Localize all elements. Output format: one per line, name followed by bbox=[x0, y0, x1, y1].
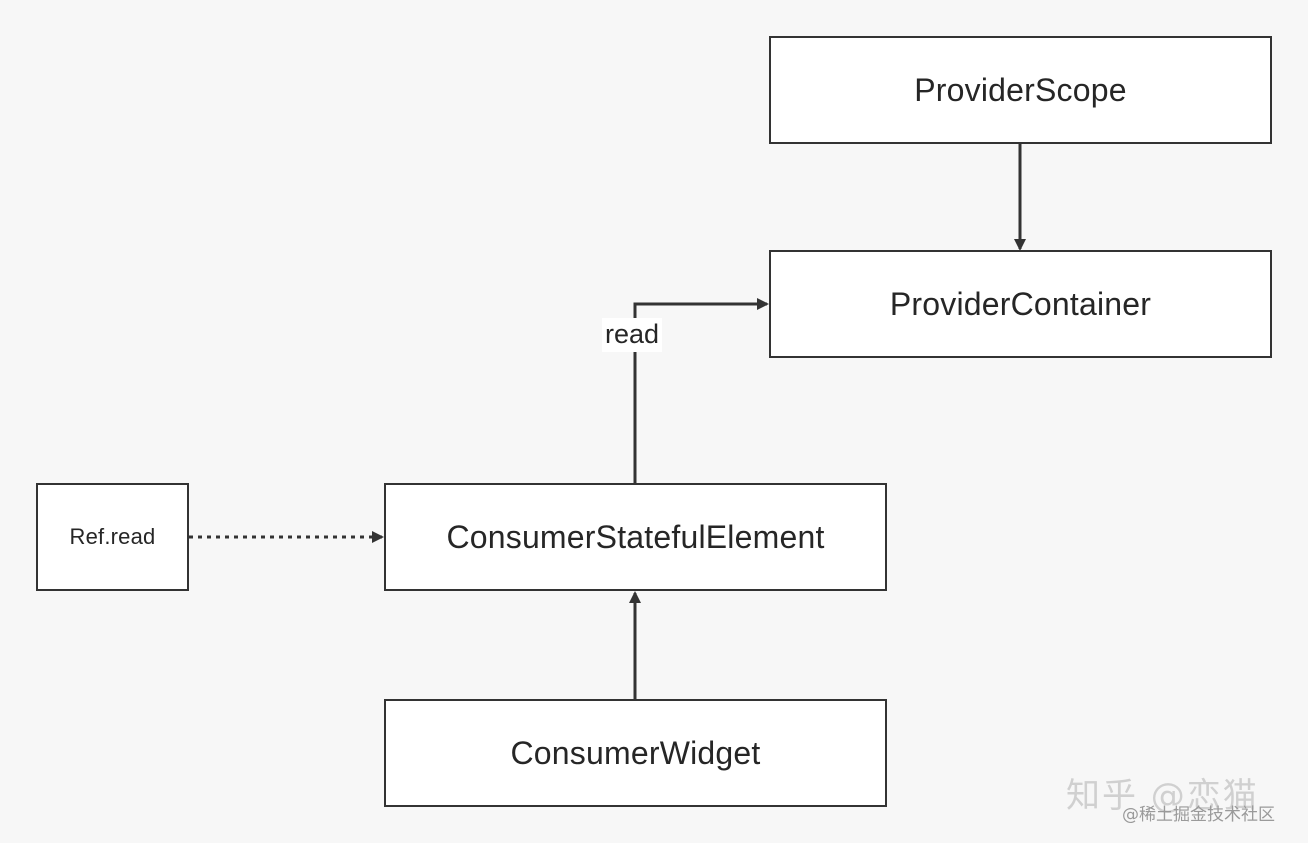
node-provider-scope: ProviderScope bbox=[769, 36, 1272, 144]
node-consumer-widget-label: ConsumerWidget bbox=[510, 734, 761, 771]
node-ref-read: Ref.read bbox=[36, 483, 189, 591]
node-provider-scope-label: ProviderScope bbox=[914, 71, 1127, 108]
node-provider-container: ProviderContainer bbox=[769, 250, 1272, 358]
edge-element-to-container bbox=[633, 298, 769, 484]
node-consumer-stateful-element: ConsumerStatefulElement bbox=[384, 483, 887, 591]
edge-label-read: read bbox=[602, 318, 663, 352]
watermark-zhihu: 知乎 @恋猫 bbox=[1066, 776, 1259, 816]
node-consumer-widget: ConsumerWidget bbox=[384, 699, 887, 807]
watermark-juejin: @稀土掘金技术社区 bbox=[1122, 805, 1275, 825]
node-consumer-stateful-element-label: ConsumerStatefulElement bbox=[446, 518, 825, 555]
node-provider-container-label: ProviderContainer bbox=[889, 285, 1152, 322]
node-ref-read-label: Ref.read bbox=[69, 524, 156, 549]
